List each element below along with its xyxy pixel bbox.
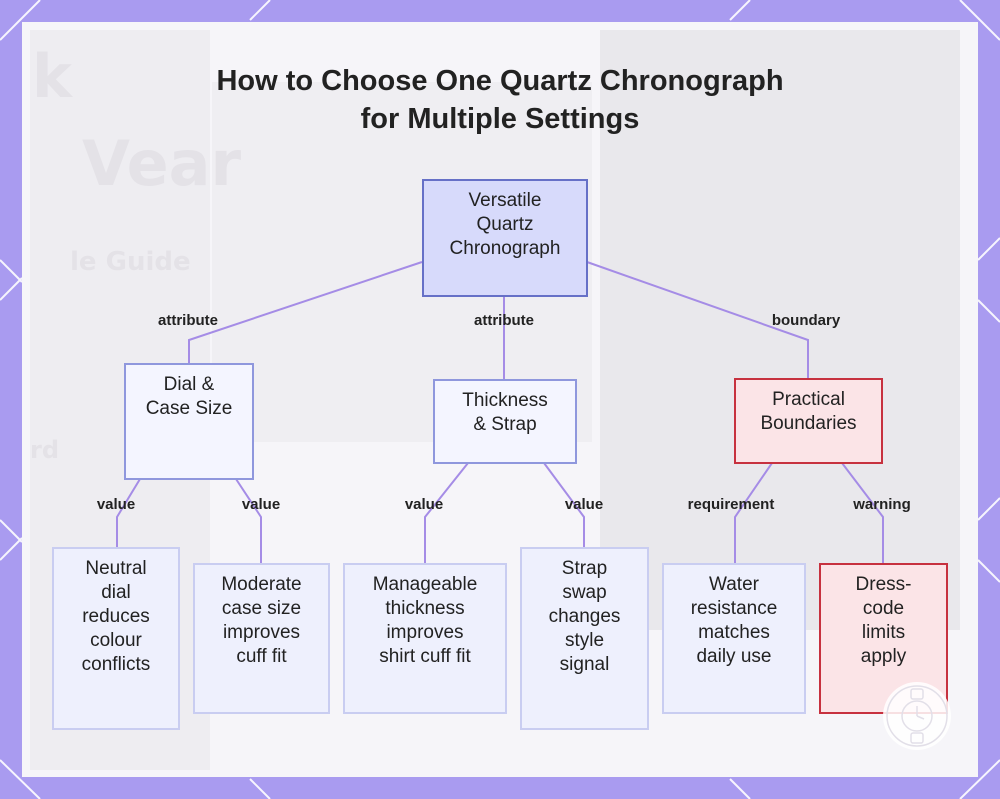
edge-boundaries-dress <box>841 462 884 564</box>
edge-label-dial-neutral: value <box>96 496 136 513</box>
edge-boundaries-water <box>734 462 773 564</box>
diagram-title: How to Choose One Quartz Chronograph for… <box>0 62 1000 138</box>
edge-thickness-manageable <box>424 462 469 564</box>
node-dial-case-size: Dial &Case Size <box>124 363 254 480</box>
background-text-wear: Vear <box>82 127 242 200</box>
edge-dial-moderate <box>235 478 262 564</box>
edge-dial-neutral <box>116 478 141 548</box>
background-text-guide: le Guide <box>70 247 191 277</box>
edge-label-boundaries-water: requirement <box>687 496 775 513</box>
edge-label-root-thickness: attribute <box>474 312 534 329</box>
background-text-rd: rd <box>30 436 60 464</box>
edge-root-boundaries <box>586 261 809 378</box>
edge-label-root-boundaries: boundary <box>771 312 841 329</box>
title-line-2: for Multiple Settings <box>360 103 640 135</box>
edge-root-dial <box>188 261 423 363</box>
edge-thickness-strap <box>543 462 585 548</box>
edge-label-boundaries-dress: warning <box>853 496 911 513</box>
node-thickness-strap: Thickness& Strap <box>433 379 577 464</box>
edge-label-root-dial: attribute <box>158 312 218 329</box>
edge-label-thickness-manageable: value <box>404 496 444 513</box>
background-text-k: k <box>32 42 72 112</box>
title-line-1: How to Choose One Quartz Chronograph <box>216 65 784 97</box>
edge-label-thickness-strap: value <box>564 496 604 513</box>
edge-label-dial-moderate: value <box>241 496 281 513</box>
watch-logo-icon <box>883 682 951 750</box>
